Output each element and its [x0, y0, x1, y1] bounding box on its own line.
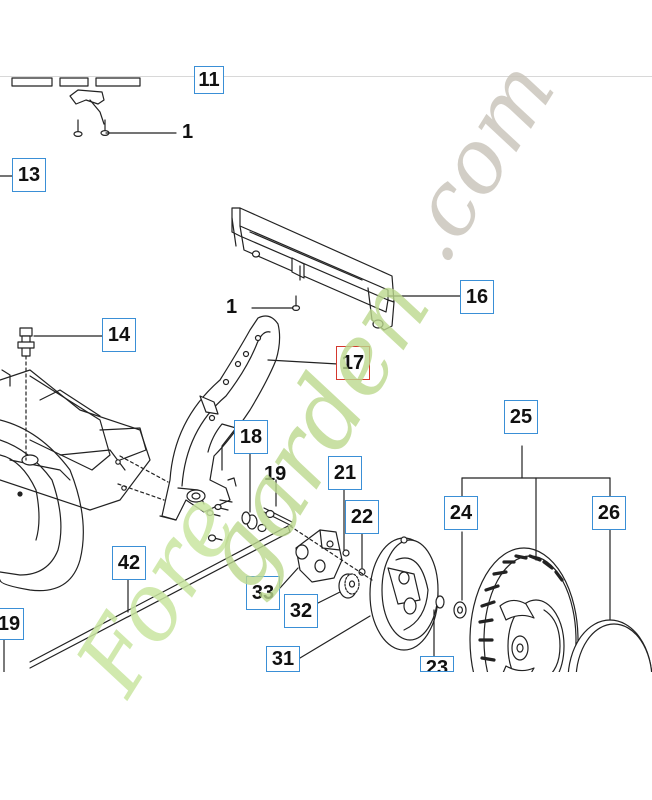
callout-31[interactable]: 31: [266, 646, 300, 672]
leader-31: [299, 615, 371, 659]
adjuster-bolt: [17, 327, 35, 357]
leader-32: [315, 591, 341, 605]
callout-25-label: 25: [509, 405, 533, 428]
callout-18[interactable]: 18: [234, 420, 268, 454]
callout-1-mid-label: 1: [226, 296, 238, 318]
wheel-bracket: [161, 315, 281, 521]
callout-22-label: 22: [350, 505, 374, 528]
washer-22: [358, 568, 366, 576]
callout-22[interactable]: 22: [345, 500, 379, 534]
leader-33: [279, 567, 299, 589]
washer-23: [435, 595, 445, 609]
bottom-margin: [0, 672, 652, 800]
spacer-18: [241, 511, 258, 530]
callout-17-label: 17: [341, 351, 365, 374]
callout-23-label: 23: [425, 657, 449, 672]
callout-25[interactable]: 25: [504, 400, 538, 434]
callout-1-top-label: 1: [182, 121, 194, 143]
callout-16-label: 16: [465, 285, 489, 308]
callout-1-top[interactable]: 1: [182, 122, 193, 142]
callout-19-left[interactable]: 19: [0, 608, 24, 640]
wheel-hub-cap: [369, 536, 439, 651]
callout-11[interactable]: 11: [194, 66, 224, 94]
callout-11-label: 11: [198, 68, 220, 91]
small-screw-top: [73, 119, 110, 138]
callout-18-label: 18: [239, 425, 263, 448]
callout-19-top[interactable]: 19: [264, 464, 286, 484]
callout-21-label: 21: [333, 461, 357, 484]
callout-23[interactable]: 23: [420, 656, 454, 672]
callout-42-label: 42: [117, 551, 141, 574]
callout-32-label: 32: [289, 599, 313, 622]
callout-1-mid[interactable]: 1: [226, 297, 237, 317]
pinion-gear: [338, 573, 360, 599]
callout-19-top-label: 19: [264, 463, 287, 485]
mower-deck: [0, 355, 151, 592]
callout-26[interactable]: 26: [592, 496, 626, 530]
callout-19-left-label: 19: [0, 612, 21, 635]
callout-24-label: 24: [449, 501, 473, 524]
top-left-bracket: [11, 77, 141, 125]
callout-32[interactable]: 32: [284, 594, 318, 628]
callout-13-label: 13: [17, 163, 41, 186]
callout-33[interactable]: 33: [246, 576, 280, 610]
callout-17[interactable]: 17: [336, 346, 370, 380]
callout-33-label: 33: [251, 581, 275, 604]
washer-21: [342, 549, 350, 557]
top-border: [0, 76, 652, 77]
handle-rail: [231, 207, 395, 331]
callout-42[interactable]: 42: [112, 546, 146, 580]
leader-17: [267, 359, 339, 365]
callout-14[interactable]: 14: [102, 318, 136, 352]
callout-24[interactable]: 24: [444, 496, 478, 530]
callout-16[interactable]: 16: [460, 280, 494, 314]
callout-14-label: 14: [107, 323, 131, 346]
callout-21[interactable]: 21: [328, 456, 362, 490]
pin-19: [257, 507, 293, 533]
callout-13[interactable]: 13: [12, 158, 46, 192]
callout-26-label: 26: [597, 501, 621, 524]
bracket-screws: [206, 503, 229, 542]
callout-31-label: 31: [271, 647, 295, 670]
gear-housing: [295, 529, 343, 583]
axle-rod: [29, 525, 291, 669]
